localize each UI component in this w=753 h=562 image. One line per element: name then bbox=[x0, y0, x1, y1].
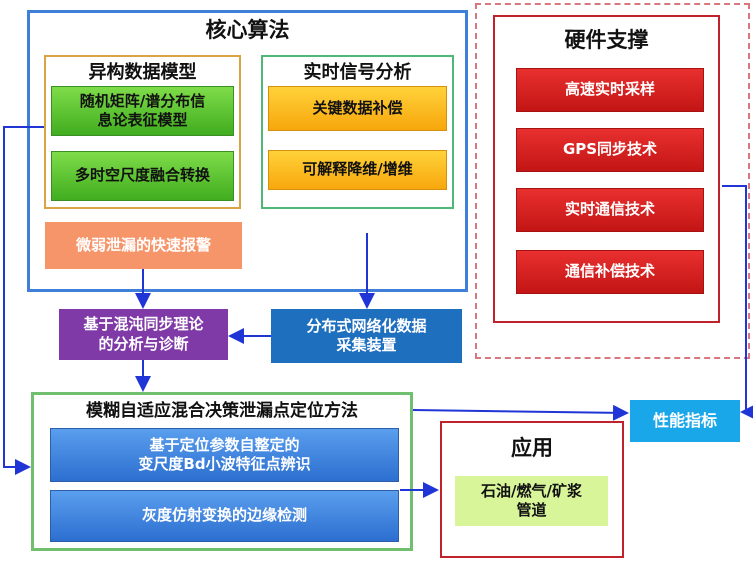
random-matrix-model-line1: 随机矩阵/谱分布信 bbox=[79, 91, 206, 110]
hetero-data-model-panel bbox=[44, 55, 241, 209]
realtime-signal-title: 实时信号分析 bbox=[303, 62, 412, 83]
wavelet-feature-line2: 变尺度Bd小波特征点辨识 bbox=[138, 455, 311, 473]
key-data-compensation-box: 关键数据补偿 bbox=[268, 86, 447, 131]
dimension-change-box: 可解释降维/增维 bbox=[268, 150, 447, 190]
chaos-sync-line1: 基于混沌同步理论 bbox=[83, 315, 204, 333]
distributed-acquisition-line1: 分布式网络化数据 bbox=[306, 316, 427, 335]
application-title: 应用 bbox=[511, 436, 553, 460]
hardware-outer-dashed bbox=[475, 3, 750, 359]
multi-scale-fusion-box: 多时空尺度融合转换 bbox=[51, 151, 234, 201]
weak-leak-alarm-box: 微弱泄漏的快速报警 bbox=[45, 222, 242, 269]
application-pipeline-line2: 管道 bbox=[516, 501, 547, 519]
arrow-hardware-to-performance bbox=[722, 185, 753, 420]
hardware-item-realtime-comm: 实时通信技术 bbox=[516, 188, 704, 232]
fuzzy-method-title: 模糊自适应混合决策泄漏点定位方法 bbox=[86, 401, 358, 421]
hardware-item-high-speed-sampling: 高速实时采样 bbox=[516, 68, 704, 112]
application-pipeline-line1: 石油/燃气/矿浆 bbox=[481, 481, 582, 500]
random-matrix-model-line2: 息论表征模型 bbox=[97, 111, 188, 129]
chaos-sync-analysis-box: 基于混沌同步理论 的分析与诊断 bbox=[59, 309, 228, 360]
arrow-fuzzy-to-performance bbox=[412, 404, 629, 421]
hardware-support-title: 硬件支撑 bbox=[564, 28, 649, 52]
wavelet-feature-box: 基于定位参数自整定的 变尺度Bd小波特征点辨识 bbox=[50, 428, 399, 482]
random-matrix-model-box: 随机矩阵/谱分布信 息论表征模型 bbox=[51, 86, 234, 136]
performance-indicator-box: 性能指标 bbox=[630, 400, 740, 442]
realtime-signal-panel bbox=[261, 55, 454, 209]
chaos-sync-line2: 的分析与诊断 bbox=[98, 334, 189, 353]
distributed-acquisition-line2: 采集装置 bbox=[336, 336, 397, 354]
hardware-item-gps-sync: GPS同步技术 bbox=[516, 128, 704, 172]
edge-detection-box: 灰度仿射变换的边缘检测 bbox=[50, 490, 399, 542]
application-pipeline-box: 石油/燃气/矿浆 管道 bbox=[455, 476, 608, 526]
core-algorithm-title: 核心算法 bbox=[205, 18, 290, 42]
hardware-item-comm-compensation: 通信补偿技术 bbox=[516, 250, 704, 294]
hetero-data-model-title: 异构数据模型 bbox=[88, 62, 197, 83]
distributed-acquisition-box: 分布式网络化数据 采集装置 bbox=[271, 309, 462, 363]
arrow-core-to-fuzzy bbox=[3, 126, 44, 475]
wavelet-feature-line1: 基于定位参数自整定的 bbox=[149, 435, 300, 454]
